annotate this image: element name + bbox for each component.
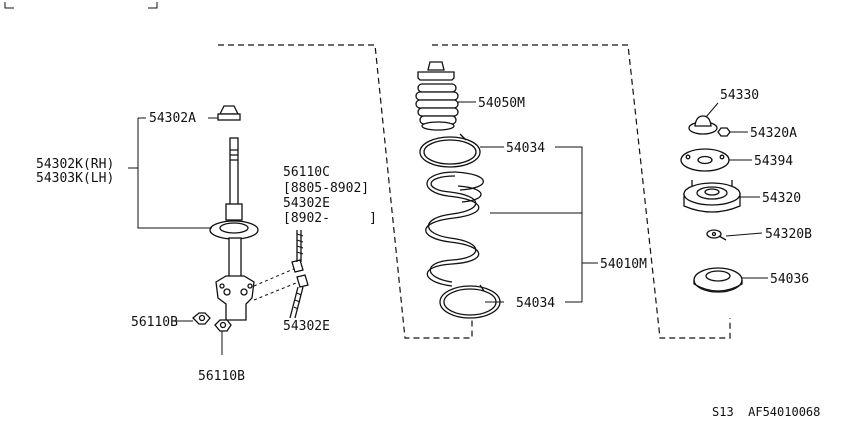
group-outline-spring: [432, 44, 731, 339]
crop-bracket: [4, 2, 158, 9]
label-54010m: 54010M: [600, 257, 647, 272]
label-54302e-upper: 54302E: [283, 196, 330, 211]
label-56110c-date: [8805-8902]: [283, 181, 369, 196]
label-56110b-left: 56110B: [131, 315, 178, 330]
leader-54330: [705, 102, 719, 118]
nut-56110b-left: [192, 312, 211, 325]
label-54302a: 54302A: [149, 111, 196, 126]
label-54320: 54320: [762, 191, 801, 206]
leader-strut-bracket: [137, 118, 212, 229]
label-54303k-lh: 54303K(LH): [36, 171, 114, 186]
strut-nut-54302a: [217, 105, 241, 121]
label-54320a: 54320A: [750, 126, 797, 141]
label-54050m: 54050M: [478, 96, 525, 111]
label-54302k-rh: 54302K(RH): [36, 157, 114, 172]
leader-spring-group: [480, 146, 598, 303]
nut-56110b-bottom: [214, 319, 232, 332]
footer-code: S13 AF54010068: [712, 405, 820, 419]
bumper-boot-54050m: [415, 61, 459, 131]
bolt-upper: [291, 230, 304, 273]
label-56110b-bottom: 56110B: [198, 369, 245, 384]
bolt-lower: [289, 274, 309, 319]
group-outline-strut: [218, 44, 473, 339]
label-54302e-date: [8902- ]: [283, 211, 377, 226]
label-54302e-lower: 54302E: [283, 319, 330, 334]
label-54394: 54394: [754, 154, 793, 169]
label-54330: 54330: [720, 88, 759, 103]
spring-seat-upper: [419, 133, 481, 168]
label-54034-upper: 54034: [506, 141, 545, 156]
label-54036: 54036: [770, 272, 809, 287]
label-54320b: 54320B: [765, 227, 812, 242]
strut-assembly: [209, 137, 297, 321]
seat-54036: [693, 267, 743, 293]
mount-54320: [683, 180, 741, 213]
nut-54320a: [717, 127, 731, 137]
plate-54394: [680, 148, 730, 172]
cap-54330: [688, 115, 718, 135]
coil-spring: [425, 171, 485, 287]
washer-54320b: [706, 229, 727, 241]
label-54034-lower: 54034: [516, 296, 555, 311]
leader-54320b: [725, 232, 763, 237]
label-56110c: 56110C: [283, 165, 330, 180]
